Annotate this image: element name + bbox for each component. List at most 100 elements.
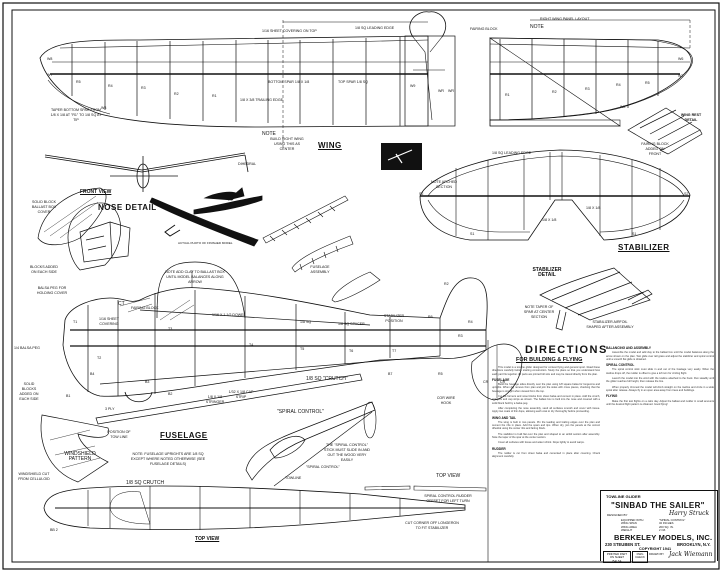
ballast-cover-label: SOLID BLOCK BALLAST BOX COVER bbox=[31, 200, 57, 214]
directions-paragraph: After completing the nose assembly, sand… bbox=[492, 406, 600, 414]
rib-label: R5 bbox=[645, 81, 650, 85]
directions-paragraph: This model is a towline glider designed … bbox=[492, 366, 600, 376]
stabilizer-detail-title: STABILIZER DETAIL bbox=[532, 267, 562, 278]
directions-heading: SPIRAL CONTROL bbox=[606, 363, 635, 368]
directions-heading: WING AND TAIL bbox=[492, 415, 517, 420]
station-label: B2 bbox=[168, 392, 173, 396]
wing-sheet-covering-label: 1/16 SHEET COVERING ON TOP bbox=[262, 29, 317, 33]
assembly-sketches bbox=[262, 195, 381, 303]
rib-label: R2 bbox=[174, 92, 179, 96]
directions-paragraph: Make the first test flights on a calm da… bbox=[606, 399, 714, 406]
stabilizer-drawing bbox=[419, 149, 691, 241]
sq-spacer-label: 1/8 SQ SPACER bbox=[338, 322, 365, 326]
nose-detail-title: NOSE DETAIL bbox=[98, 203, 157, 212]
finished-model-sketch bbox=[149, 187, 263, 247]
wing-rest-detail-title: WING REST DETAIL bbox=[680, 113, 702, 122]
station-label: T2 bbox=[97, 356, 102, 360]
rib-label: R5 bbox=[76, 80, 81, 84]
photo-inset bbox=[381, 143, 422, 170]
center-rib-label: W9 bbox=[410, 84, 416, 88]
station-label: R4 bbox=[468, 320, 473, 324]
top-view-crutch-label: 1/8 SQ CRUTCH bbox=[126, 480, 165, 486]
windshield-pattern-title: WINDSHIELD PATTERN bbox=[64, 451, 96, 462]
station-label: T3 bbox=[168, 327, 173, 331]
ply-label: 3 PLY bbox=[105, 407, 115, 411]
station-label: T7 bbox=[392, 349, 397, 353]
directions-paragraph: The rudder is cut from sheet balsa and c… bbox=[492, 451, 600, 459]
rib-label: R1 bbox=[212, 94, 217, 98]
stab-rib-label: S2 bbox=[684, 192, 689, 196]
center-rib-label: WR bbox=[438, 89, 444, 93]
wing-leading-edge-label: 1/8 SQ LEADING EDGE bbox=[355, 26, 395, 30]
spiral-control-fuse-label: "SPIRAL CONTROL" bbox=[277, 409, 324, 415]
rudder-offset-note: SPIRAL CONTROL RUDDER OFFSET FOR LEFT TU… bbox=[424, 494, 472, 503]
station-label: B4 bbox=[90, 372, 95, 376]
bottom-spar-label: BOTTOM SPAR 1/8 x 1/8 bbox=[268, 80, 310, 84]
directions-paragraph: Cut the formers and nose blocks from she… bbox=[492, 395, 600, 405]
stab-spar-label: 1/8 x 1/8 bbox=[586, 206, 601, 210]
directions-paragraph: The stabilizer is built flat over the pl… bbox=[492, 432, 600, 440]
rudder-top-view-label: TOP VIEW bbox=[436, 473, 461, 479]
rib-label: R2 bbox=[552, 90, 557, 94]
wing-title: WING bbox=[318, 141, 342, 150]
directions-title: DIRECTIONS bbox=[525, 344, 608, 356]
rib-label: R3 bbox=[141, 86, 146, 90]
directions-heading: FUSELAGE bbox=[492, 377, 510, 382]
station-label: B7 bbox=[388, 372, 393, 376]
stab-rib-label: S2 bbox=[419, 192, 424, 196]
rib-label: W8 bbox=[101, 106, 107, 110]
directions-subtitle: FOR BUILDING & FLYING bbox=[516, 357, 583, 363]
windshield-pattern-drawing bbox=[40, 414, 110, 483]
center-rib-label: WR bbox=[448, 89, 454, 93]
sheet-covering-fuse-label: 1/16 SHEET COVERING bbox=[99, 317, 119, 326]
company-city: BROOKLYN, N.Y. bbox=[677, 542, 711, 547]
nose-detail-drawings bbox=[37, 187, 131, 271]
directions-column-1: This model is a towline glider designed … bbox=[492, 366, 600, 560]
station-label: R5 bbox=[438, 372, 443, 376]
taper-spar-note: TAPER BOTTOM SPAR FROM 1/8 x 1/8 AT "R1"… bbox=[50, 108, 102, 122]
drawn-signature: Jack Wiemann bbox=[669, 551, 713, 558]
drawn-by-label: DRAWN BY bbox=[649, 552, 664, 556]
photo-caption: ACTUAL PHOTO OF FINISHED MODEL bbox=[178, 241, 233, 245]
directions-paragraph: The spiral control stick must slide in a… bbox=[606, 368, 714, 375]
fairing-block-label: FAIRING BLOCK bbox=[470, 27, 498, 31]
dowel-label: 1/16 x 1 1/2 DOWEL bbox=[212, 313, 246, 317]
station-label: B3 bbox=[145, 380, 150, 384]
rib-label: R4 bbox=[616, 83, 621, 87]
directions-paragraph: Build the fuselage sides directly over t… bbox=[492, 383, 600, 393]
station-label: R6 bbox=[428, 315, 433, 319]
fuselage-title: FUSELAGE bbox=[160, 431, 208, 440]
rib-label: W8 bbox=[47, 57, 53, 61]
spec-row: EQUIPPED WITH"SPIRAL CONTROL" bbox=[621, 518, 686, 522]
stab-airfoil-note: STABILIZER AIRFOIL SHAPED AFTER ASSEMBLY bbox=[586, 320, 634, 329]
stabilizer-title: STABILIZER bbox=[618, 243, 670, 252]
stabilizer-position-label: STABILIZER POSITION bbox=[383, 314, 405, 323]
solid-blocks-label: SOLID BLOCKS ADDED ON EACH SIDE bbox=[19, 382, 39, 401]
rudder-label: CR bbox=[500, 380, 506, 384]
rib-label: W7 bbox=[47, 73, 53, 77]
directions-heading: RUDDER bbox=[492, 446, 506, 451]
company-address: 230 STEUBEN ST. bbox=[605, 542, 641, 547]
fairing-block-fuse-label: FAIRING BLOCK bbox=[131, 306, 159, 310]
check-box: DWG CHECK bbox=[632, 551, 648, 563]
ct-label: CT bbox=[118, 301, 125, 307]
rib-label: R4 bbox=[108, 84, 113, 88]
finished-model-photo bbox=[380, 143, 422, 170]
rib-label: W7 bbox=[678, 74, 684, 78]
left-wing-panel bbox=[39, 11, 456, 148]
stab-rib-label: S1 bbox=[470, 232, 475, 236]
ballast-note: NOTE ADD CLAY TO BALLAST BOX UNTIL MODEL… bbox=[165, 270, 225, 284]
fuselage-uprights-note: NOTE: FUSELAGE UPRIGHTS ARE 1/8 SQ EXCEP… bbox=[130, 452, 206, 466]
designer-signature: Harry Struck bbox=[669, 510, 710, 517]
rib-label: R1 bbox=[505, 93, 510, 97]
top-view-title: TOP VIEW bbox=[195, 536, 220, 542]
wing-note-bottom-label: NOTE bbox=[262, 131, 276, 137]
station-label: T4 bbox=[249, 343, 254, 347]
trailing-edge-label: 1/8 x 3/8 TRAILING EDGE bbox=[240, 98, 284, 102]
rudder-label: CR bbox=[483, 380, 489, 384]
front-view-title: FRONT VIEW bbox=[80, 189, 112, 195]
top-spar-label: TOP SPAR 1/8 SQ bbox=[338, 80, 368, 84]
